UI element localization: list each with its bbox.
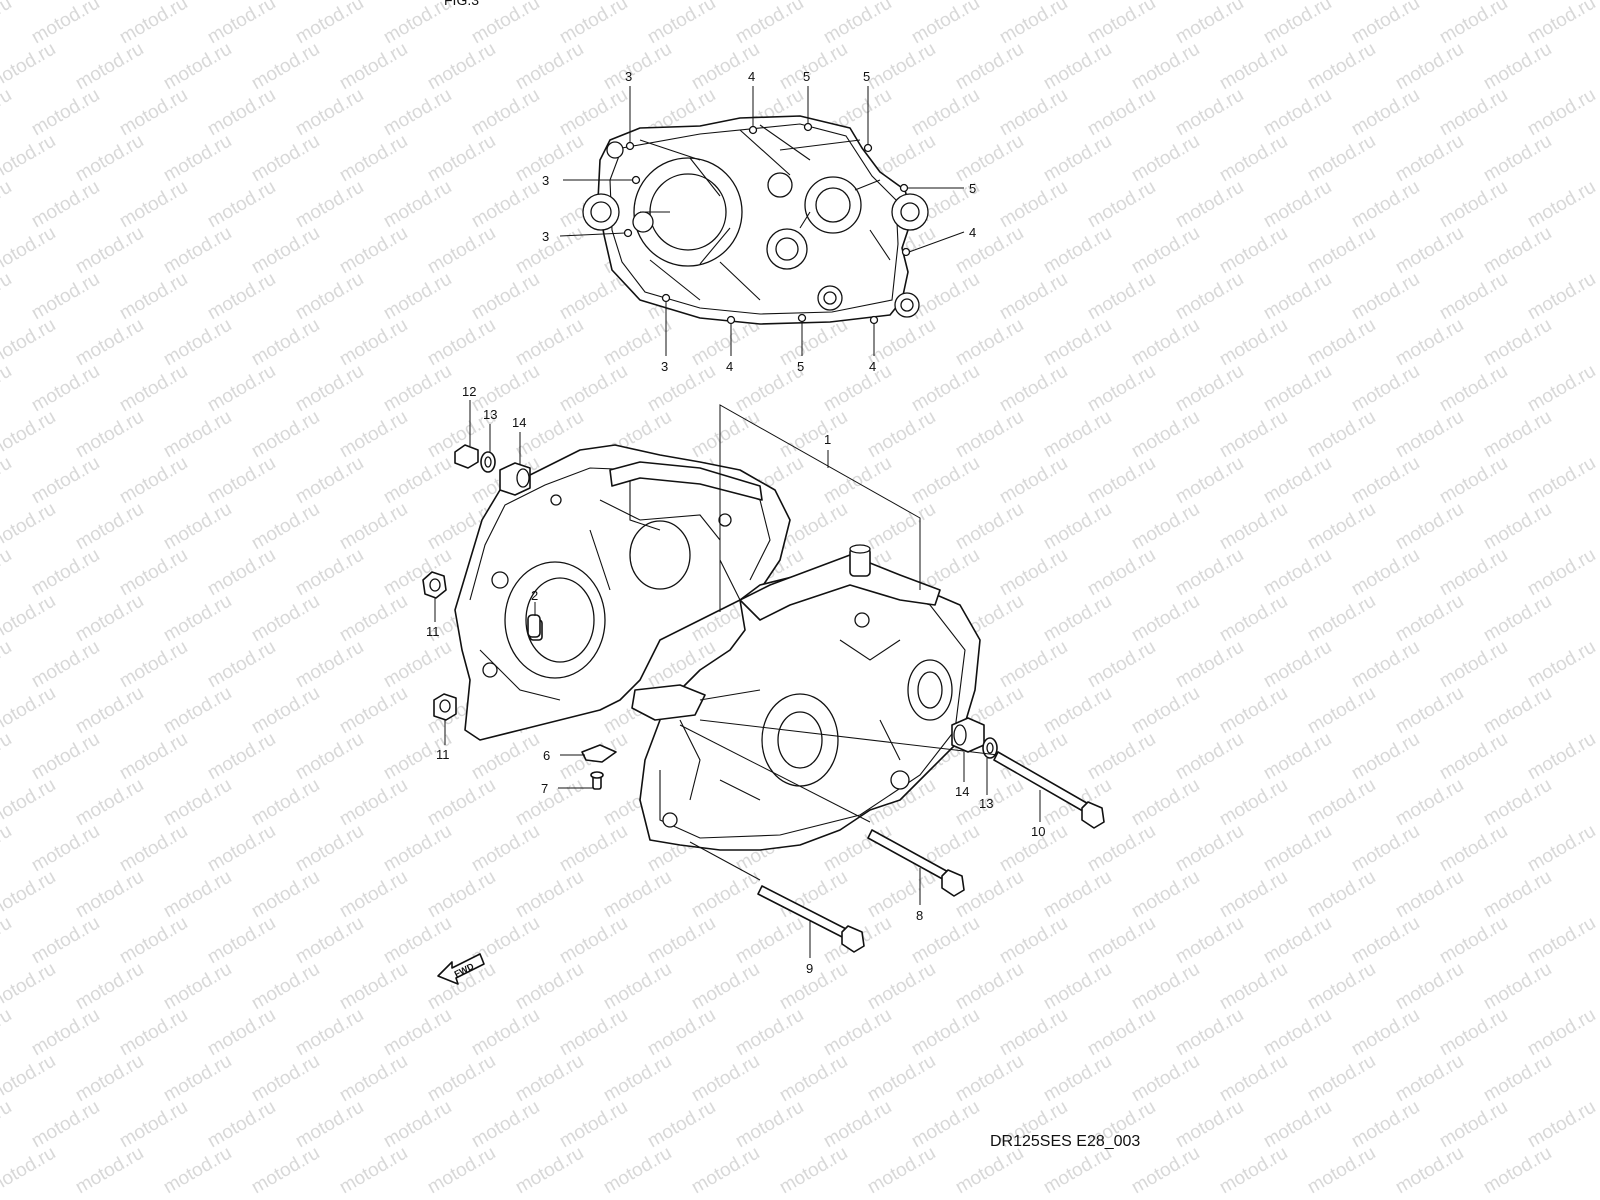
callout-top-3c: 3 <box>542 229 549 244</box>
part-1-bracket <box>719 404 921 612</box>
nut-11-upper <box>422 571 447 622</box>
bottom-callouts: 1 2 6 7 8 9 10 11 11 12 13 13 14 14 <box>426 384 1045 976</box>
callout-top-4c: 4 <box>726 359 733 374</box>
top-left-mount-parts <box>454 400 531 496</box>
crankcase-mating-face <box>582 115 929 325</box>
callout-top-4d: 4 <box>869 359 876 374</box>
callout-p8: 8 <box>916 908 923 923</box>
bolt-10 <box>699 719 1105 829</box>
diagram-code: DR125SES E28_003 <box>990 1133 1141 1150</box>
bolt-9 <box>689 841 865 958</box>
callout-p14b: 14 <box>955 784 969 799</box>
callout-p10: 10 <box>1031 824 1045 839</box>
callout-top-5d: 5 <box>797 359 804 374</box>
callout-top-3d: 3 <box>661 359 668 374</box>
callout-p1: 1 <box>824 432 831 447</box>
crankcase-right-half <box>631 544 981 851</box>
callout-top-5a: 5 <box>803 69 810 84</box>
callout-top-3a: 3 <box>625 69 632 84</box>
fwd-arrow-icon: FWD <box>437 953 485 985</box>
callout-top-5b: 5 <box>863 69 870 84</box>
callout-p7: 7 <box>541 781 548 796</box>
callout-p9: 9 <box>806 961 813 976</box>
top-leader-lines <box>559 86 965 356</box>
callout-top-4b: 4 <box>969 225 976 240</box>
screw-7 <box>558 771 604 790</box>
top-callouts: 3 3 3 3 4 4 4 4 5 5 5 5 <box>542 69 976 374</box>
callout-p11a: 11 <box>426 624 440 639</box>
callout-p13b: 13 <box>979 796 993 811</box>
nut-11-lower <box>433 693 457 745</box>
page-title-fragment: FIG.3 <box>444 0 480 8</box>
callout-p12: 12 <box>462 384 476 399</box>
right-mount-parts <box>951 717 998 795</box>
callout-top-3b: 3 <box>542 173 549 188</box>
callout-p11b: 11 <box>436 747 450 762</box>
callout-top-5c: 5 <box>969 181 976 196</box>
callout-p13a: 13 <box>483 407 497 422</box>
clamp-6 <box>560 744 617 763</box>
callout-p6: 6 <box>543 748 550 763</box>
dowel-pin-2 <box>527 602 541 638</box>
bolt-8 <box>679 724 965 905</box>
crankcase-left-half <box>454 444 791 741</box>
callout-p14a: 14 <box>512 415 526 430</box>
callout-top-4a: 4 <box>748 69 755 84</box>
callout-p2: 2 <box>531 588 538 603</box>
